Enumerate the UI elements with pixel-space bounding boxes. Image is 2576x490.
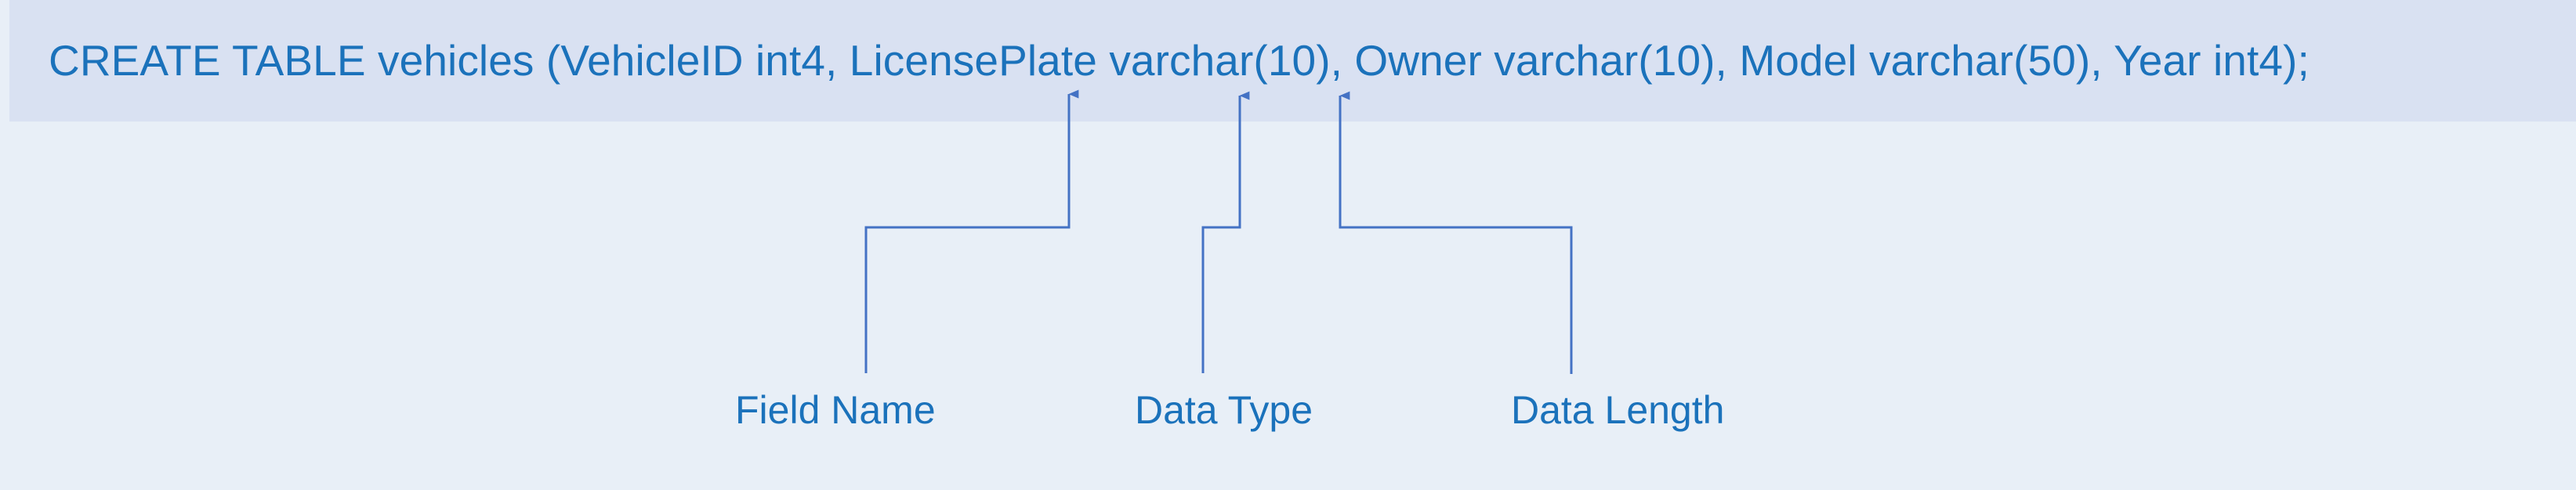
sql-statement-band: CREATE TABLE vehicles (VehicleID int4, L… (9, 0, 2576, 122)
annotation-label-data-length: Data Length (1511, 388, 1725, 432)
annotation-label-field-name: Field Name (735, 388, 936, 432)
connector-field-name (864, 89, 1079, 373)
connector-data-length (1339, 91, 1573, 374)
connector-data-type (1201, 91, 1250, 373)
annotation-label-data-type: Data Type (1135, 388, 1313, 432)
sql-create-table-statement: CREATE TABLE vehicles (VehicleID int4, L… (49, 36, 2310, 85)
